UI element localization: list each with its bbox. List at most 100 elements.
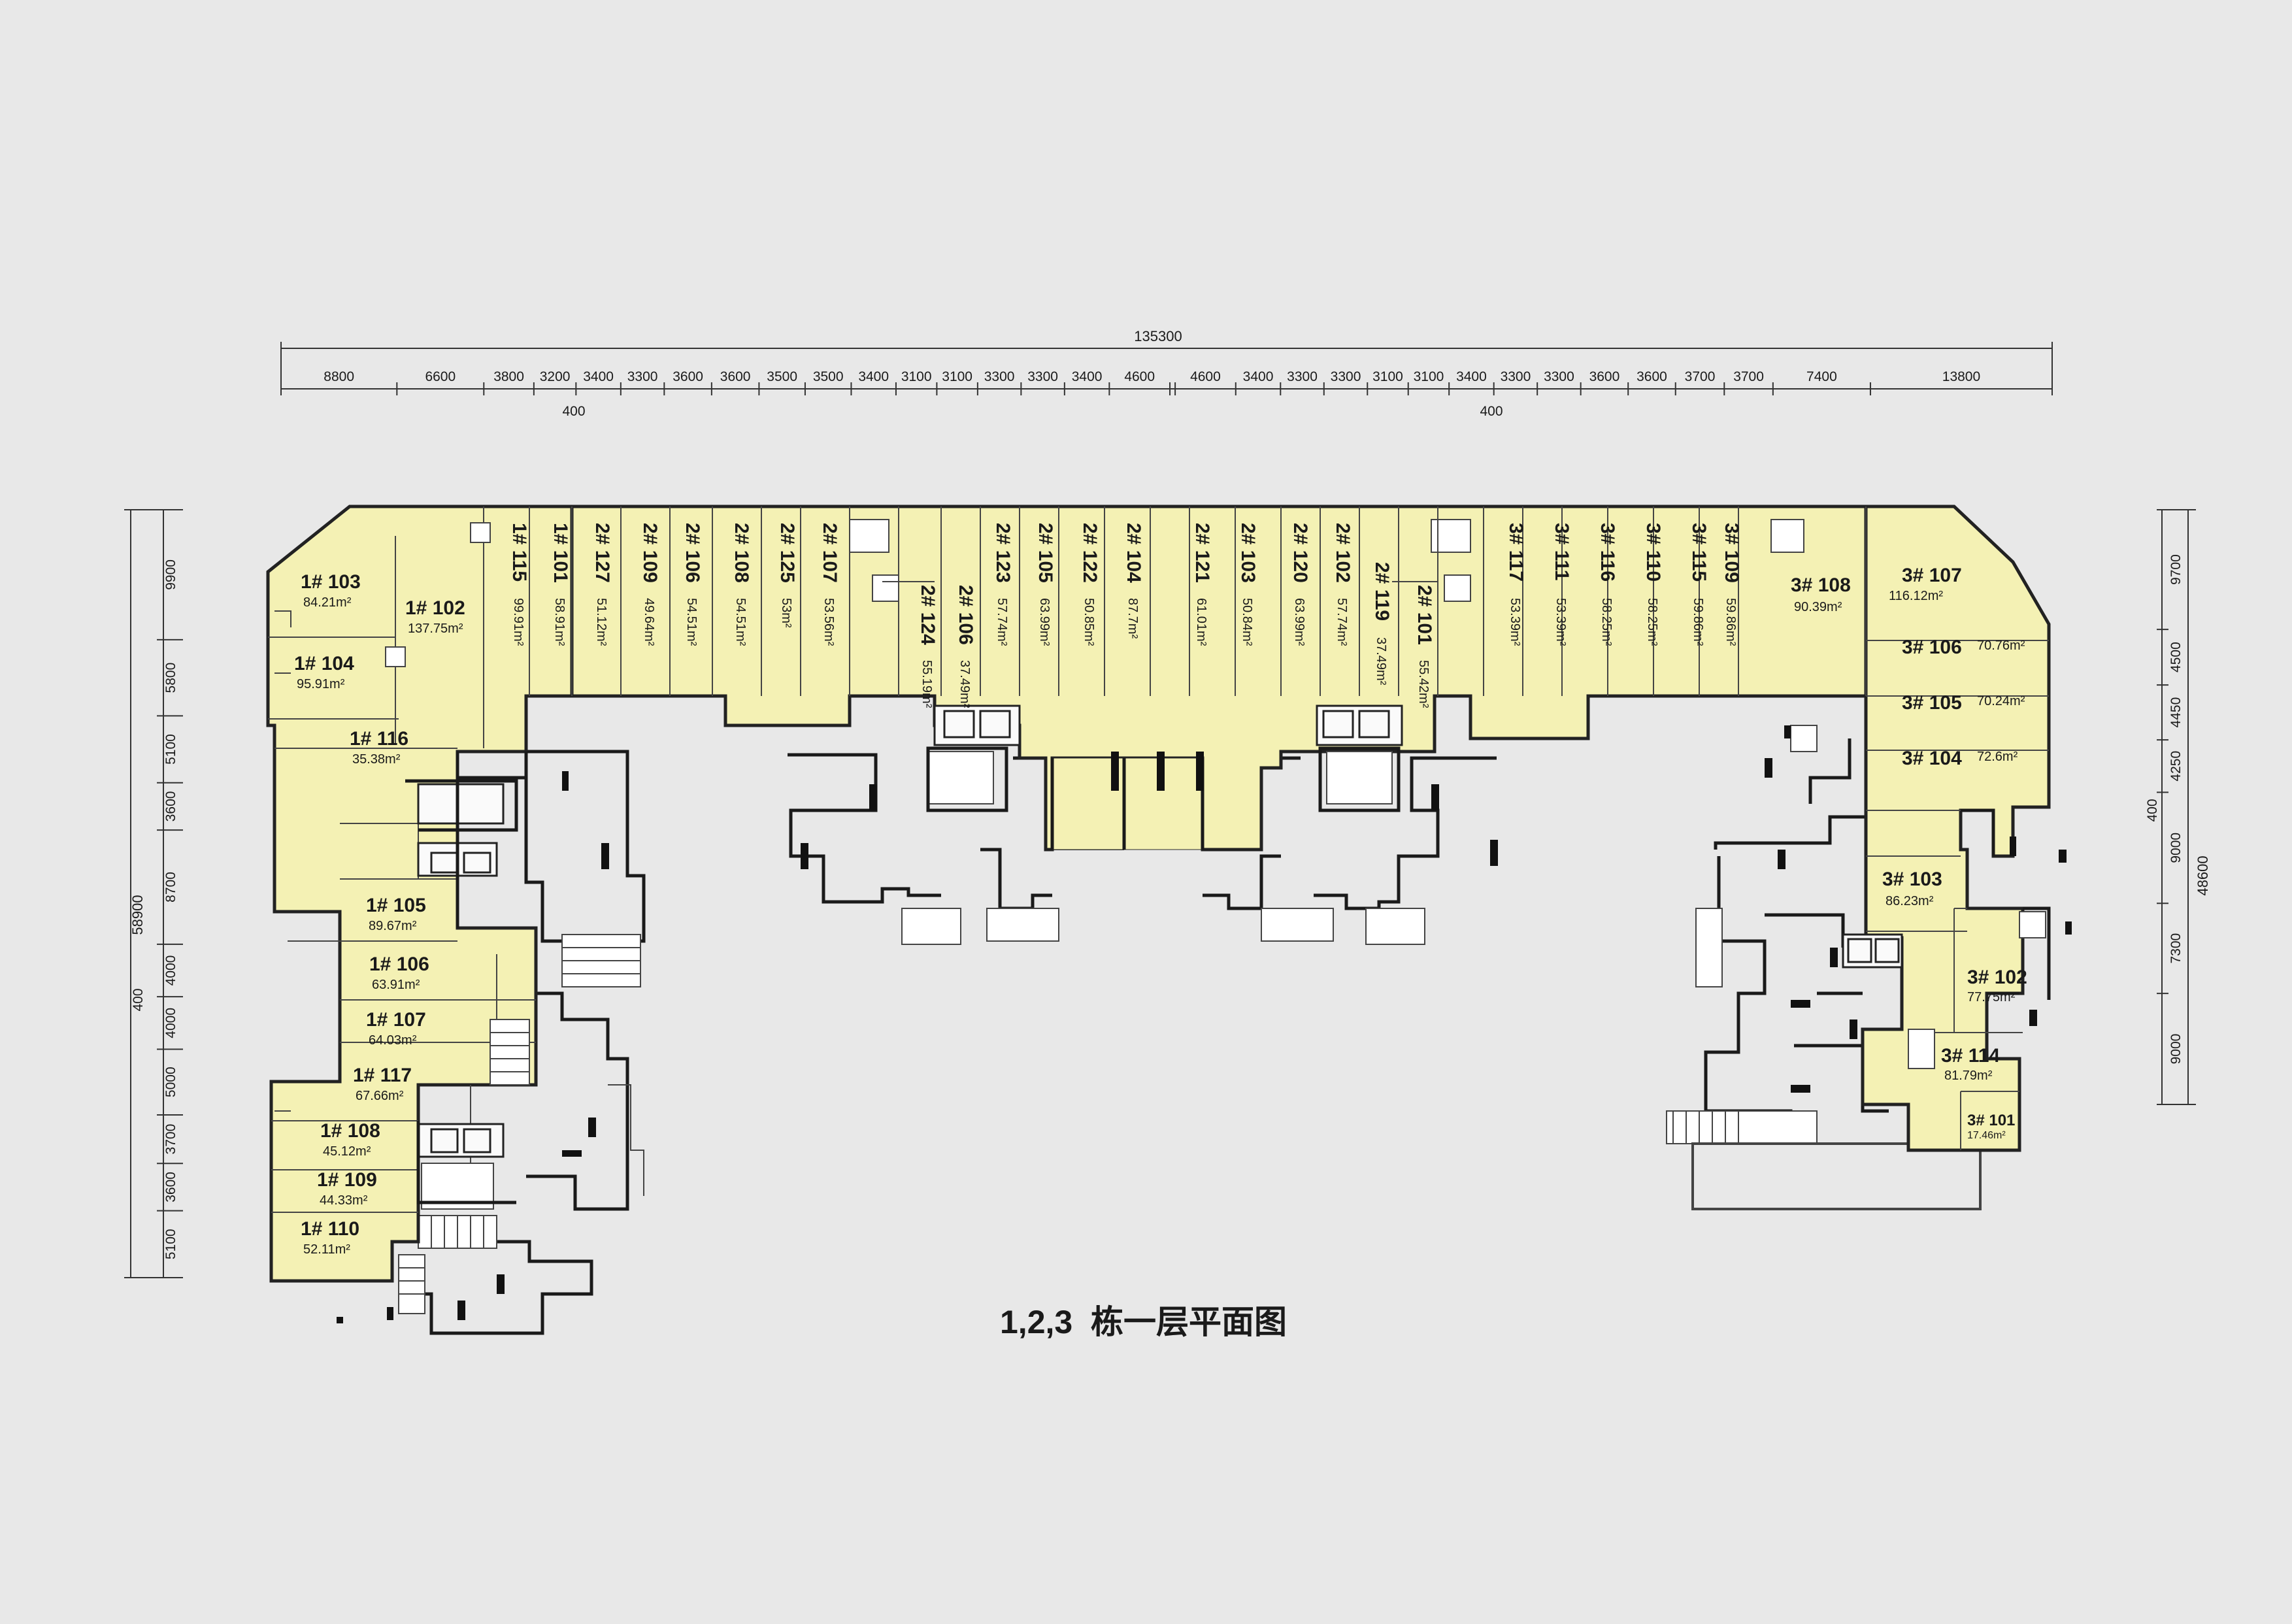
top-dimension-label: 3300: [1501, 369, 1531, 384]
unit-area: 55.19m²: [920, 660, 934, 708]
unit-number: 1# 108: [320, 1120, 380, 1142]
unit-number: 2# 125: [776, 523, 798, 583]
unit-area: 70.24m²: [1977, 694, 2025, 708]
top-dimension-label: 3400: [858, 369, 889, 384]
left-residential-block: [337, 750, 646, 1335]
unit-area: 95.91m²: [297, 677, 345, 691]
unit-number: 2# 119: [1371, 562, 1393, 621]
drawing-title: 1,2,3 栋一层平面图: [1000, 1304, 1287, 1340]
unit-number: 1# 104: [294, 653, 354, 674]
left-extra-dimension: 400: [131, 988, 146, 1011]
top-dimension-label: 4600: [1124, 369, 1155, 384]
unit-number: 3# 116: [1597, 523, 1618, 582]
unit-label: 2# 121 61.01m²: [1191, 523, 1213, 646]
unit-number: 2# 107: [819, 523, 840, 583]
unit-area: 70.76m²: [1977, 638, 2025, 653]
unit-number: 3# 103: [1882, 869, 1942, 890]
unit-area: 54.51m²: [733, 598, 748, 646]
unit-number: 3# 106: [1902, 637, 1962, 658]
top-dimension-label: 6600: [425, 369, 456, 384]
unit-number: 1# 106: [369, 953, 429, 975]
unit-area: 59.86m²: [1723, 598, 1738, 646]
unit-area: 67.66m²: [356, 1089, 404, 1103]
unit-area: 45.12m²: [323, 1144, 371, 1159]
top-dimension-label: 3400: [1456, 369, 1487, 384]
unit-number: 3# 107: [1902, 565, 1962, 586]
unit-number: 2# 121: [1191, 523, 1213, 583]
unit-number: 1# 107: [366, 1009, 426, 1031]
unit-area: 54.51m²: [684, 598, 699, 646]
unit-area: 59.86m²: [1691, 598, 1705, 646]
top-dimension-label: 3500: [767, 369, 797, 384]
unit-area: 86.23m²: [1885, 894, 1934, 908]
right-total-dimension: 48600: [2195, 855, 2211, 895]
unit-number: 3# 111: [1551, 523, 1572, 580]
top-dimension-label: 3800: [493, 369, 524, 384]
top-dimension-label: 3300: [1027, 369, 1058, 384]
unit-number: 2# 106: [955, 585, 976, 645]
unit-number: 2# 105: [1035, 523, 1056, 583]
top-dimension-label: 3600: [1589, 369, 1620, 384]
unit-area: 57.74m²: [1335, 598, 1349, 646]
unit-area: 58.91m²: [552, 598, 567, 646]
unit-number: 2# 108: [731, 523, 752, 583]
unit-area: 58.25m²: [1599, 598, 1614, 646]
unit-area: 17.46m²: [1967, 1130, 2006, 1141]
unit-label: 3# 117 53.39m²: [1505, 523, 1527, 646]
unit-number: 2# 124: [917, 585, 938, 645]
top-dimension-label: 4600: [1190, 369, 1221, 384]
top-dimension-label: 3300: [627, 369, 658, 384]
top-dimension-label: 3600: [1636, 369, 1667, 384]
right-dimension-label: 7300: [2168, 933, 2184, 964]
left-total-dimension: 58900: [129, 895, 146, 935]
left-dimension-label: 9900: [163, 559, 178, 590]
unit-label: 2# 120 63.99m²: [1289, 523, 1311, 646]
unit-label: 3# 111 53.39m²: [1551, 523, 1572, 646]
left-dimension-label: 3700: [163, 1124, 178, 1155]
top-total-dimension: 135300: [1134, 328, 1182, 344]
unit-number: 2# 120: [1289, 523, 1311, 583]
unit-number: 3# 105: [1902, 692, 1962, 714]
left-dimension-label: 4000: [163, 955, 178, 986]
unit-area: 137.75m²: [408, 621, 463, 636]
unit-area: 50.85m²: [1082, 598, 1096, 646]
unit-area: 72.6m²: [1977, 750, 2018, 764]
unit-area: 53.39m²: [1553, 598, 1568, 646]
unit-number: 3# 109: [1721, 523, 1742, 583]
unit-number: 1# 117: [353, 1065, 412, 1086]
unit-area: 57.74m²: [995, 598, 1009, 646]
top-wing: [570, 505, 1868, 852]
left-dimension-label: 5100: [163, 1229, 178, 1259]
unit-area: 53.39m²: [1508, 598, 1522, 646]
unit-number: 2# 104: [1123, 523, 1144, 583]
top-dimension-label: 3400: [583, 369, 614, 384]
unit-area: 63.99m²: [1292, 598, 1306, 646]
unit-number: 3# 117: [1505, 523, 1527, 582]
unit-area: 90.39m²: [1794, 600, 1842, 614]
left-wing: [266, 505, 574, 1283]
left-dimension-label: 5000: [163, 1067, 178, 1097]
top-shop-partitions: [571, 506, 1739, 696]
unit-area: 50.84m²: [1240, 598, 1254, 646]
unit-label: 3# 116 58.25m²: [1597, 523, 1618, 646]
unit-area: 61.01m²: [1194, 598, 1208, 646]
unit-number: 2# 122: [1079, 523, 1101, 583]
unit-area: 81.79m²: [1944, 1069, 1993, 1083]
unit-label: 3# 109 59.86m²: [1721, 523, 1742, 646]
unit-number: 1# 116: [350, 728, 408, 750]
